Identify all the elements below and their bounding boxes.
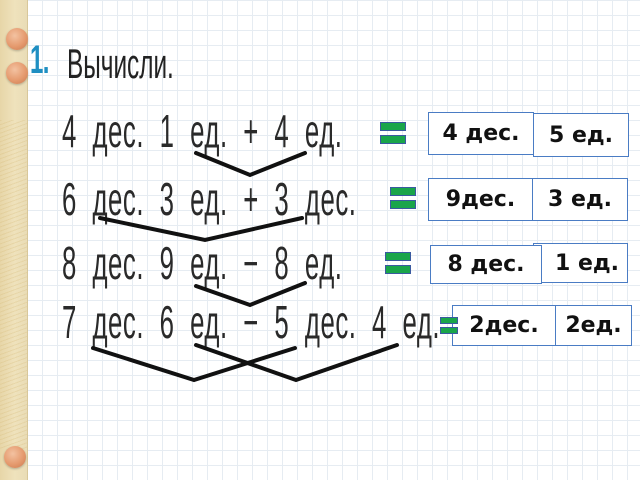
equals-sign-icon xyxy=(390,187,416,211)
problem-expression-3: 8 дес. 9 ед. − 8 ед. xyxy=(62,237,343,289)
answer-units-box-2: 3 ед. xyxy=(532,178,628,221)
equals-sign-icon xyxy=(385,252,411,276)
answer-tens-box-2: 9дес. xyxy=(428,178,533,221)
answer-tens-box-3: 8 дес. xyxy=(430,245,542,284)
answer-units-box-3: 1 ед. xyxy=(533,243,628,283)
decorative-swirl xyxy=(0,120,27,450)
answer-tens-box-1: 4 дес. xyxy=(428,112,534,155)
answer-units-box-1: 5 ед. xyxy=(533,113,629,157)
grid-paper-background xyxy=(27,0,640,480)
binding-ring-icon xyxy=(6,28,28,50)
binding-ring-icon xyxy=(4,446,26,468)
notebook-binding xyxy=(0,0,28,480)
binding-ring-icon xyxy=(6,62,28,84)
answer-tens-box-4: 2дес. xyxy=(452,305,556,346)
exercise-title: Вычисли. xyxy=(67,40,174,87)
problem-expression-2: 6 дес. 3 ед. + 3 дес. xyxy=(62,173,357,225)
problem-expression-1: 4 дес. 1 ед. + 4 ед. xyxy=(62,105,343,157)
answer-units-box-4: 2ед. xyxy=(555,305,632,346)
equals-sign-icon xyxy=(380,122,406,146)
exercise-number: 1. xyxy=(30,38,49,82)
problem-expression-4: 7 дес. 6 ед. − 5 дес. 4 ед. xyxy=(62,296,441,348)
equals-sign-icon xyxy=(440,317,458,335)
